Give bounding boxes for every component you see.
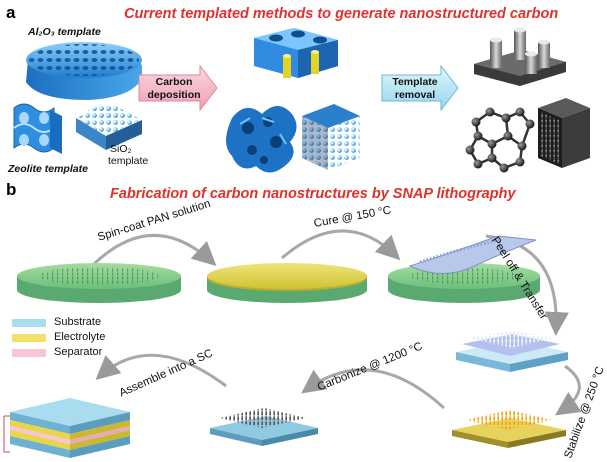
carbon-porous-cube: [538, 98, 590, 168]
panel-b-title: Fabrication of carbon nanostructures by …: [110, 186, 516, 202]
legend-swatch-electrolyte: [12, 334, 46, 342]
coated-disk-yellow: [207, 263, 367, 303]
sio2-template-block: [76, 104, 142, 150]
legend-swatch-separator: [12, 349, 46, 357]
legend-label-separator: Separator: [54, 346, 103, 358]
panel-a-title: Current templated methods to generate na…: [124, 6, 559, 22]
sio2-label: SiO₂: [110, 143, 132, 155]
al2o3-template-disk: [26, 42, 142, 100]
legend: Substrate Electrolyte Separator: [12, 316, 152, 362]
carbonized-pillars-substrate: [210, 408, 318, 446]
al2o3-template-label: Al₂O₃ template: [28, 26, 101, 38]
cure-curve-arrow: [281, 229, 401, 261]
template-with-carbon-cube: [302, 104, 360, 170]
stabilize-curve-arrow: [555, 364, 582, 416]
template-removal-label-line1: Template: [392, 76, 438, 88]
carbon-ball-stick-network: [465, 107, 535, 173]
template-removal-label: Template removal: [386, 76, 444, 102]
carbon-deposition-label-line1: Carbon: [155, 76, 193, 88]
panel-letter-b: b: [6, 180, 17, 199]
legend-swatch-substrate: [12, 319, 46, 327]
transferred-pillars-substrate: [456, 330, 568, 372]
template-with-carbon-block: [254, 28, 338, 78]
panel-letter-a: a: [6, 3, 16, 22]
template-removal-label-line2: removal: [394, 89, 436, 101]
supercapacitor-stack: [3, 398, 130, 458]
assemble-curve-arrow: [95, 353, 227, 388]
template-with-carbon-network: [226, 106, 297, 173]
stabilized-pillars-substrate: [452, 410, 566, 448]
carbon-deposition-label: Carbon deposition: [145, 76, 203, 102]
template-removal-arrow: [381, 64, 459, 112]
carbonize-curve-arrow: [301, 368, 446, 410]
legend-label-electrolyte: Electrolyte: [54, 331, 106, 343]
carbon-deposition-arrow: [138, 64, 218, 112]
sio2-template-label: template: [108, 155, 149, 167]
carbon-deposition-label-line2: deposition: [147, 89, 201, 101]
mold-disk-green: [17, 263, 181, 303]
carbon-pillars-on-base: [474, 27, 566, 86]
legend-label-substrate: Substrate: [54, 316, 102, 328]
spin-coat-curve-arrow: [86, 233, 217, 272]
zeolite-template-label: Zeolite template: [8, 163, 88, 175]
peel-off-disk: [388, 235, 540, 303]
zeolite-template: [13, 103, 62, 154]
